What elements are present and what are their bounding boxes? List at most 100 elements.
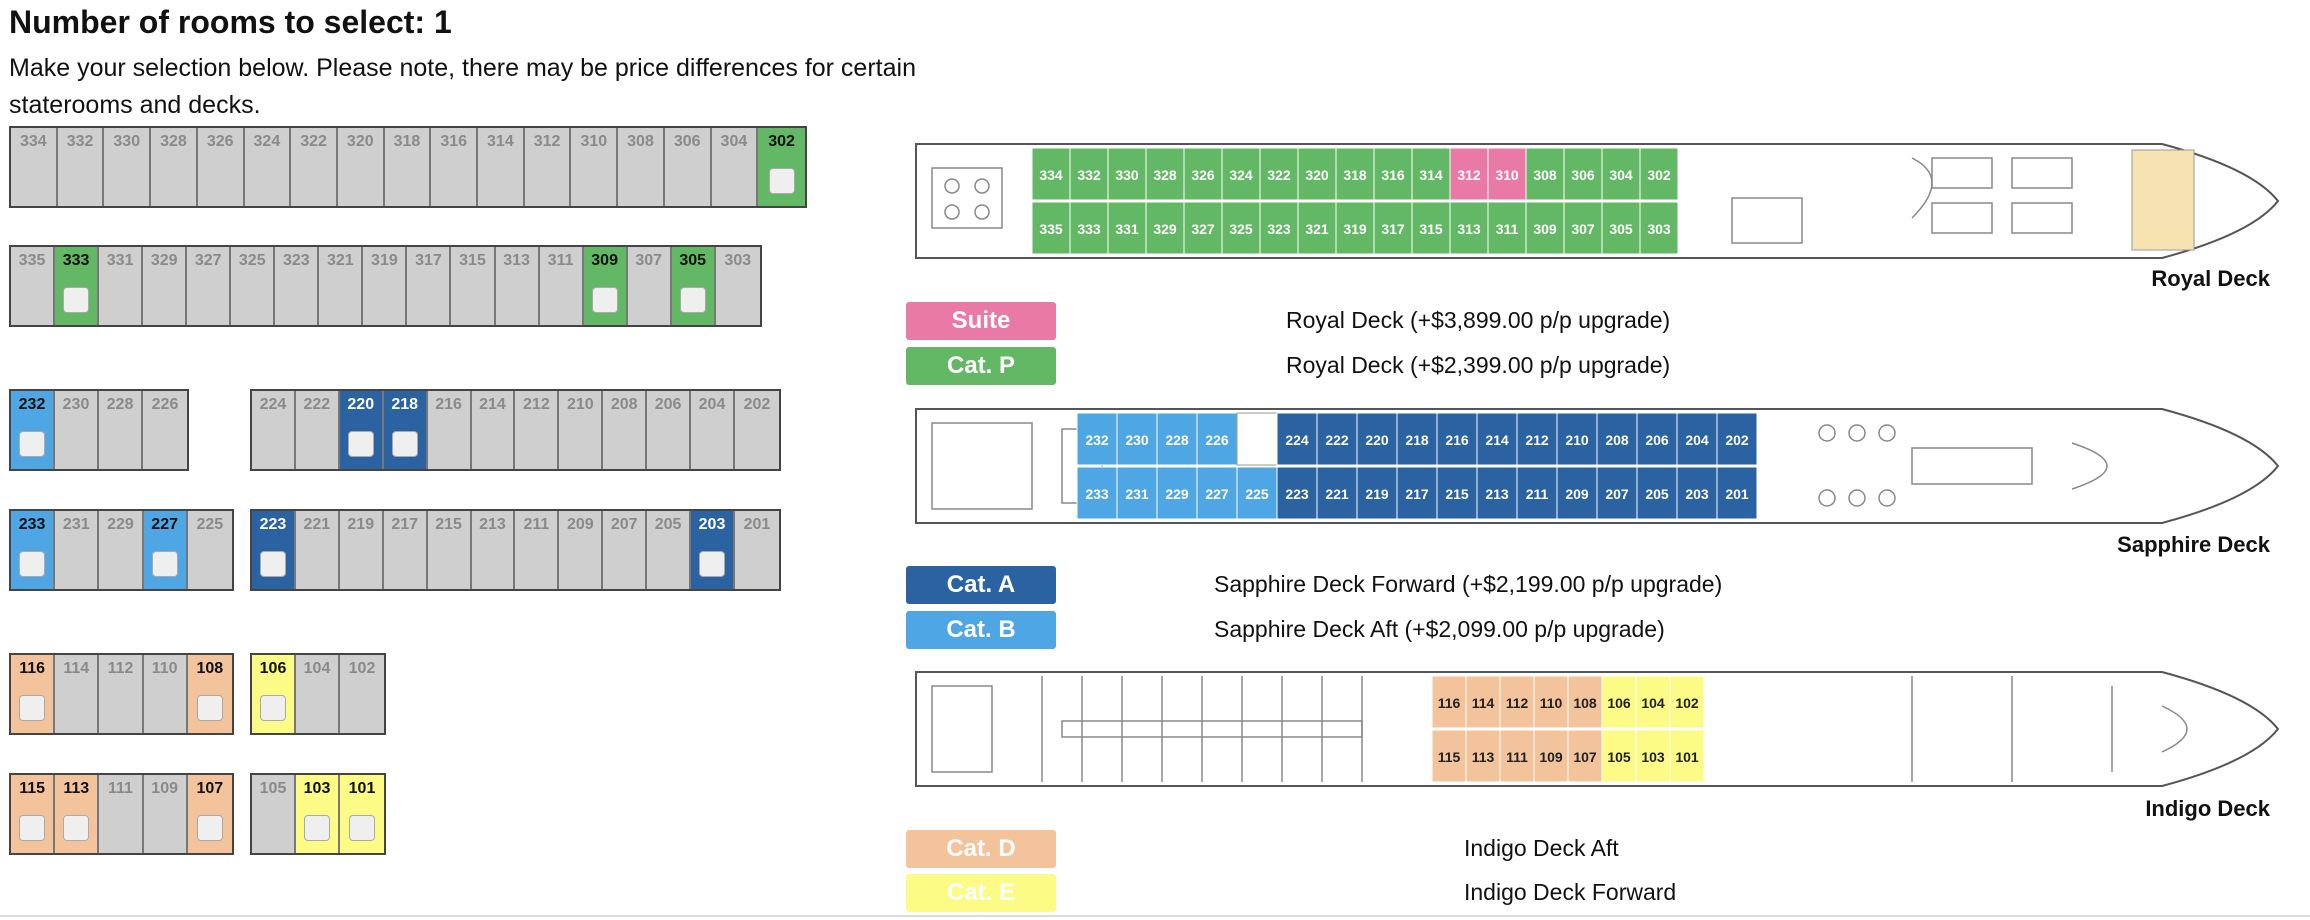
room-cell-326: 326 <box>197 128 245 206</box>
room-number: 202 <box>743 396 771 413</box>
room-checkbox-107[interactable] <box>196 815 223 841</box>
room-checkbox-218[interactable] <box>391 431 418 457</box>
room-cell-332: 332 <box>57 128 105 206</box>
room-cell-106[interactable]: 106 <box>252 655 296 733</box>
room-cell-223[interactable]: 223 <box>252 511 296 589</box>
room-number: 205 <box>654 516 682 533</box>
room-number: 209 <box>566 516 594 533</box>
room-number: 307 <box>635 252 663 269</box>
room-cell-305[interactable]: 305 <box>671 247 716 325</box>
room-cell-113[interactable]: 113 <box>55 775 100 853</box>
room-cell-308: 308 <box>618 128 665 206</box>
room-number: 233 <box>18 516 46 533</box>
room-checkbox-302[interactable] <box>768 168 795 194</box>
room-cell-309[interactable]: 309 <box>583 247 628 325</box>
room-checkbox-116[interactable] <box>19 695 46 721</box>
room-cell-101[interactable]: 101 <box>340 775 384 853</box>
room-cell-233[interactable]: 233 <box>11 511 56 589</box>
room-checkbox-227[interactable] <box>151 551 178 577</box>
room-cell-204: 204 <box>691 391 735 469</box>
deck-room-label: 324 <box>1229 167 1253 183</box>
room-checkbox-106[interactable] <box>260 695 286 721</box>
room-cell-109: 109 <box>143 775 188 853</box>
room-cell-207: 207 <box>603 511 648 589</box>
deck-room-335 <box>1031 201 1071 255</box>
room-number: 330 <box>113 133 141 150</box>
deck-room-label: 331 <box>1115 221 1139 237</box>
deck-room-label: 201 <box>1725 486 1749 502</box>
room-number: 318 <box>393 133 421 150</box>
room-cell-335: 335 <box>11 247 56 325</box>
deck-room-label: 232 <box>1085 432 1109 448</box>
room-checkbox-333[interactable] <box>63 287 90 313</box>
deck-room-label: 108 <box>1573 695 1597 711</box>
room-number: 334 <box>20 133 47 150</box>
room-checkbox-232[interactable] <box>19 431 45 457</box>
deck-room-231 <box>1116 466 1158 520</box>
room-number: 104 <box>303 660 331 677</box>
room-checkbox-103[interactable] <box>304 815 330 841</box>
room-cell-218[interactable]: 218 <box>383 391 428 469</box>
room-checkbox-223[interactable] <box>259 551 286 577</box>
room-cell-108[interactable]: 108 <box>187 655 232 733</box>
deck-room-label: 233 <box>1085 486 1109 502</box>
room-cell-203[interactable]: 203 <box>691 511 735 589</box>
room-cell-334: 334 <box>11 128 58 206</box>
room-cell-227[interactable]: 227 <box>143 511 188 589</box>
room-number: 221 <box>303 516 331 533</box>
room-cell-116[interactable]: 116 <box>11 655 56 733</box>
room-number: 207 <box>610 516 638 533</box>
deck-room-113 <box>1465 729 1501 783</box>
legend-cat-b-badge: Cat. B <box>906 611 1056 649</box>
room-cell-311: 311 <box>539 247 584 325</box>
room-cell-215: 215 <box>427 511 472 589</box>
room-cell-112: 112 <box>99 655 144 733</box>
room-checkbox-101[interactable] <box>349 815 375 841</box>
room-checkbox-233[interactable] <box>19 551 46 577</box>
room-checkbox-220[interactable] <box>347 431 374 457</box>
room-checkbox-115[interactable] <box>19 815 46 841</box>
room-number: 213 <box>479 516 506 533</box>
deck-room-label: 215 <box>1445 486 1469 502</box>
room-number: 223 <box>259 516 287 533</box>
room-checkbox-203[interactable] <box>699 551 726 577</box>
deck-room-label: 319 <box>1343 221 1367 237</box>
room-checkbox-113[interactable] <box>63 815 90 841</box>
deck-room-220 <box>1356 412 1398 466</box>
room-number: 327 <box>194 252 222 269</box>
legend-cat-e-text: Indigo Deck Forward <box>1464 879 1677 905</box>
room-number: 312 <box>533 133 561 150</box>
room-cell-302[interactable]: 302 <box>758 128 805 206</box>
room-checkbox-108[interactable] <box>196 695 223 721</box>
room-cell-107[interactable]: 107 <box>187 775 232 853</box>
deck-room-326 <box>1183 147 1223 201</box>
deck-room-label: 103 <box>1641 749 1665 765</box>
deck-room-label: 312 <box>1457 167 1481 183</box>
room-cell-316: 316 <box>431 128 479 206</box>
room-number: 332 <box>66 133 94 150</box>
room-cell-333[interactable]: 333 <box>55 247 100 325</box>
room-checkbox-309[interactable] <box>591 287 618 313</box>
room-cell-232[interactable]: 232 <box>11 391 55 469</box>
deck-room-332 <box>1069 147 1109 201</box>
room-cell-220[interactable]: 220 <box>339 391 384 469</box>
deck-room-label: 305 <box>1609 221 1633 237</box>
deck-room-112 <box>1499 675 1535 729</box>
room-cell-115[interactable]: 115 <box>11 775 56 853</box>
deck-room-label: 105 <box>1607 749 1631 765</box>
room-cell-208: 208 <box>603 391 648 469</box>
deck-room-label: 208 <box>1605 432 1629 448</box>
room-number: 333 <box>62 252 90 269</box>
room-cell-231: 231 <box>55 511 100 589</box>
deck-room-109 <box>1533 729 1569 783</box>
room-number: 217 <box>391 516 419 533</box>
room-cell-328: 328 <box>151 128 198 206</box>
deck-room-207 <box>1596 466 1638 520</box>
room-number: 212 <box>523 396 550 413</box>
room-checkbox-305[interactable] <box>679 287 706 313</box>
room-number: 210 <box>566 396 594 413</box>
deck-room-223 <box>1276 466 1318 520</box>
room-cell-103[interactable]: 103 <box>296 775 340 853</box>
